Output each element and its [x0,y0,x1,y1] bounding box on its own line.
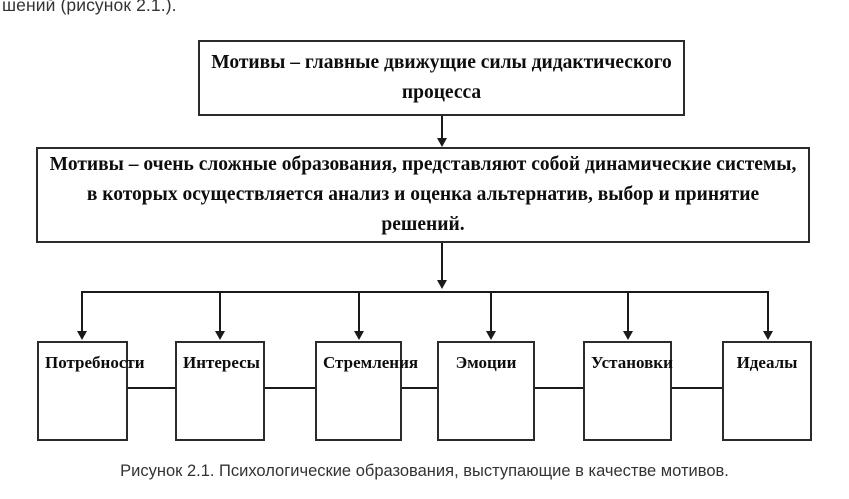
definition-box-label: Мотивы – очень сложные образования, пред… [49,154,797,235]
leaf-box-ustanovki: Установки [583,341,673,441]
connector-title-to-definition-line [441,116,443,139]
chain-link-3-4 [402,387,437,389]
leaf-label-ustanovki: Установки [591,353,673,372]
title-box-label: Мотивы – главные движущие силы дидактиче… [211,52,672,103]
leaf-box-idealy: Идеалы [722,341,812,441]
connector-definition-to-bus-arrowhead [437,280,447,289]
leaf-box-interesy: Интересы [175,341,265,441]
branch-arrowhead-5 [623,331,633,340]
chain-link-1-2 [128,387,175,389]
branch-arrowhead-1 [77,331,87,340]
branch-line-1 [81,291,83,332]
connector-title-to-definition-arrowhead [437,138,447,147]
figure-caption: Рисунок 2.1. Психологические образования… [120,462,729,480]
leaf-box-potrebnosti: Потребности [37,341,145,441]
branch-line-6 [767,291,769,332]
branch-line-2 [219,291,221,332]
branch-arrowhead-6 [763,331,773,340]
branch-line-4 [490,291,492,332]
leaf-label-interesy: Интересы [183,353,260,372]
leaf-label-idealy: Идеалы [736,353,798,372]
branch-line-5 [627,291,629,332]
chain-link-5-6 [672,387,722,389]
branch-line-3 [358,291,360,332]
title-box: Мотивы – главные движущие силы дидактиче… [198,40,685,116]
branch-arrowhead-3 [354,331,364,340]
leaf-label-potrebnosti: Потребности [45,353,145,372]
definition-box: Мотивы – очень сложные образования, пред… [36,147,810,243]
leaf-label-stremleniya: Стремления [323,353,419,372]
running-body-text: шений (рисунок 2.1.). [2,0,177,15]
branch-arrowhead-4 [486,331,496,340]
leaf-box-stremleniya: Стремления [315,341,419,441]
distribution-bus-line [81,291,769,293]
chain-link-4-5 [535,387,583,389]
connector-definition-to-bus-line [441,243,443,281]
chain-link-2-3 [265,387,315,389]
leaf-label-emocii: Эмоции [455,353,517,372]
leaf-box-emocii: Эмоции [437,341,535,441]
branch-arrowhead-2 [215,331,225,340]
